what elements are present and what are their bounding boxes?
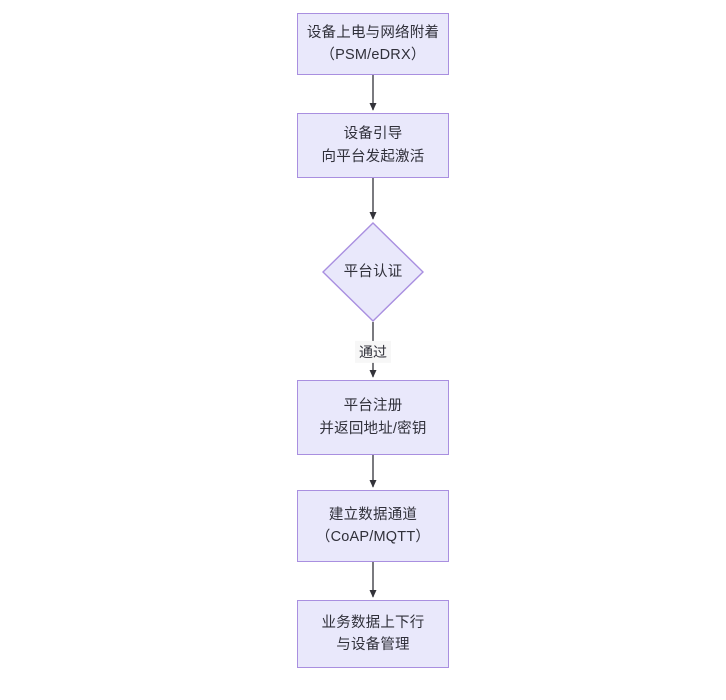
node-platform-auth-label: 平台认证 — [343, 263, 403, 280]
node-data-channel[interactable]: 建立数据通道 （CoAP/MQTT） — [297, 490, 449, 562]
node-service-data-line-2: 与设备管理 — [336, 637, 410, 653]
node-power-on[interactable]: 设备上电与网络附着 （PSM/eDRX） — [297, 13, 449, 75]
node-power-on-line-1: 设备上电与网络附着 — [306, 24, 440, 41]
node-data-channel-line-1: 建立数据通道 — [328, 506, 418, 523]
node-bootstrap[interactable]: 设备引导 向平台发起激活 — [297, 113, 449, 178]
node-service-data-line-1: 业务数据上下行 — [321, 614, 425, 631]
node-service-data[interactable]: 业务数据上下行 与设备管理 — [297, 600, 449, 668]
node-bootstrap-line-1: 设备引导 — [343, 126, 403, 143]
node-platform-register-line-1: 平台注册 — [343, 398, 403, 415]
node-platform-register-line-2: 并返回地址/密钥 — [319, 420, 427, 437]
node-bootstrap-line-2: 向平台发起激活 — [321, 148, 425, 165]
node-platform-register[interactable]: 平台注册 并返回地址/密钥 — [297, 380, 449, 455]
edge-label-pass: 通过 — [355, 340, 391, 364]
node-data-channel-line-2: （CoAP/MQTT） — [315, 529, 431, 545]
diamond-shape-icon — [322, 222, 424, 322]
node-platform-auth[interactable]: 平台认证 — [322, 222, 424, 322]
node-power-on-line-2: （PSM/eDRX） — [320, 47, 426, 63]
